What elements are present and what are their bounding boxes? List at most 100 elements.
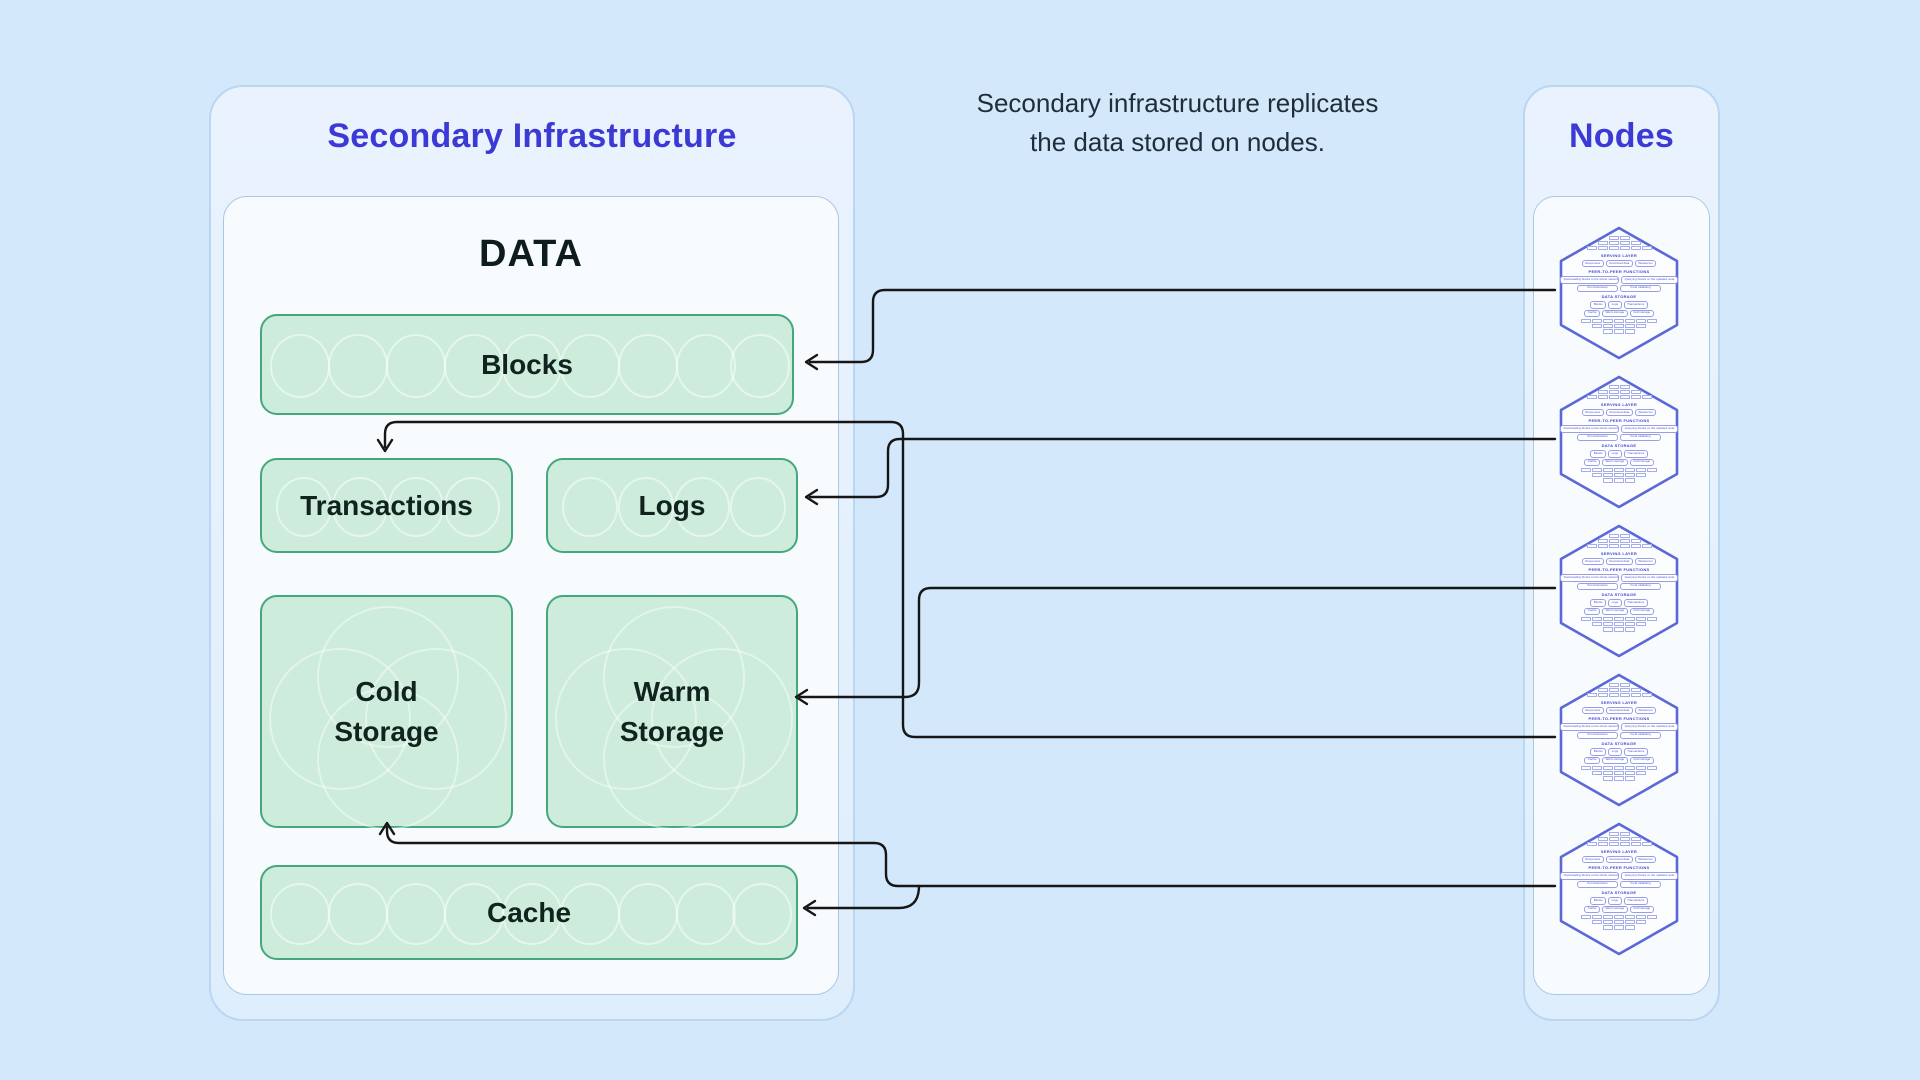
storage-pill: Logs (1608, 599, 1622, 607)
storage-pill: Blocks (1590, 450, 1607, 458)
secondary-infrastructure-title: Secondary Infrastructure (327, 117, 737, 155)
serving-pill: Download data (1605, 408, 1633, 416)
serving-pill: Webserver (1634, 855, 1657, 863)
p2p-pill-wide: Querying blocks on the updated node (1621, 723, 1678, 731)
storage-pill: Transactions (1623, 599, 1648, 607)
annotation-text: Secondary infrastructure replicates the … (955, 84, 1400, 162)
p2p-pill-wide: Querying blocks on the updated node (1621, 425, 1678, 433)
brick-pattern-top (1586, 831, 1652, 847)
serving-pill: Responses (1581, 259, 1604, 267)
storage-pill: Warm storage (1601, 756, 1628, 764)
brick-pattern-top (1586, 384, 1652, 400)
data-storage-header: DATA STORAGE (1601, 890, 1637, 896)
data-storage-header: DATA STORAGE (1601, 741, 1637, 747)
circle-row-pattern (270, 334, 790, 398)
secondary-infrastructure-panel: Secondary Infrastructure DATA Blocks (209, 85, 855, 1021)
logs-label: Logs (638, 489, 706, 521)
storage-pill: Cache (1584, 309, 1600, 317)
brick-pattern-bottom (1581, 318, 1657, 334)
storage-pill: Cold storage (1629, 905, 1654, 913)
storage-pill: Warm storage (1601, 607, 1628, 615)
serving-layer-header: SERVING LAYER (1600, 401, 1638, 407)
p2p-functions-header: PEER-TO-PEER FUNCTIONS (1588, 716, 1650, 722)
serving-pill: Download data (1605, 259, 1633, 267)
arrow-node1-to-blocks (808, 288, 1557, 364)
nodes-inner-panel: SERVING LAYER Responses Download data We… (1533, 196, 1710, 995)
node-hexagon: SERVING LAYER Responses Download data We… (1558, 524, 1680, 658)
p2p-pill-wide: Downloading blocks to the whole network (1560, 723, 1620, 731)
storage-pill: Logs (1608, 748, 1622, 756)
node-hexagon: SERVING LAYER Responses Download data We… (1558, 673, 1680, 807)
transactions-label: Transactions (300, 489, 473, 521)
p2p-pill: Permissionless (1577, 880, 1618, 888)
serving-pill: Webserver (1634, 557, 1657, 565)
annotation-line2: the data stored on nodes. (1030, 127, 1325, 157)
serving-layer-header: SERVING LAYER (1600, 848, 1638, 854)
serving-pill: Webserver (1634, 259, 1657, 267)
storage-pill: Cold storage (1629, 458, 1654, 466)
data-group-panel: DATA Blocks Transact (223, 196, 839, 995)
serving-pill: Download data (1605, 706, 1633, 714)
serving-pill: Responses (1581, 557, 1604, 565)
p2p-pill-wide: Querying blocks on the updated node (1621, 276, 1678, 284)
brick-pattern-bottom (1581, 765, 1657, 781)
p2p-pill: Permissionless (1577, 582, 1618, 590)
p2p-pill: Fund validating (1620, 880, 1661, 888)
p2p-pill-wide: Downloading blocks to the whole network (1560, 425, 1620, 433)
serving-pill: Responses (1581, 706, 1604, 714)
serving-layer-header: SERVING LAYER (1600, 550, 1638, 556)
storage-pill: Blocks (1590, 748, 1607, 756)
storage-pill: Cache (1584, 458, 1600, 466)
storage-pill: Blocks (1590, 599, 1607, 607)
p2p-pill: Permissionless (1577, 284, 1618, 292)
storage-pill: Transactions (1623, 897, 1648, 905)
warm-storage-box: Warm Storage (546, 595, 798, 830)
storage-pill: Logs (1608, 450, 1622, 458)
brick-pattern-bottom (1581, 467, 1657, 483)
brick-pattern-bottom (1581, 616, 1657, 632)
p2p-functions-header: PEER-TO-PEER FUNCTIONS (1588, 269, 1650, 275)
node-hexagon: SERVING LAYER Responses Download data We… (1558, 375, 1680, 509)
data-group-heading: DATA (479, 233, 583, 275)
p2p-pill-wide: Querying blocks on the updated node (1621, 574, 1678, 582)
nodes-title: Nodes (1569, 117, 1674, 155)
annotation-line1: Secondary infrastructure replicates (976, 88, 1379, 118)
brick-pattern-top (1586, 235, 1652, 251)
storage-pill: Cache (1584, 905, 1600, 913)
storage-pill: Transactions (1623, 301, 1648, 309)
node-hexagon: SERVING LAYER Responses Download data We… (1558, 226, 1680, 360)
serving-pill: Responses (1581, 408, 1604, 416)
serving-pill: Download data (1605, 557, 1633, 565)
node-hexagon: SERVING LAYER Responses Download data We… (1558, 822, 1680, 956)
cold-storage-label: Cold Storage (334, 675, 439, 747)
p2p-pill-wide: Downloading blocks to the whole network (1560, 574, 1620, 582)
arrow-node2-to-logs (808, 437, 1557, 499)
brick-pattern-top (1586, 682, 1652, 698)
storage-pill: Transactions (1623, 450, 1648, 458)
storage-pill: Warm storage (1601, 309, 1628, 317)
storage-pill: Logs (1608, 301, 1622, 309)
serving-pill: Webserver (1634, 706, 1657, 714)
p2p-pill: Permissionless (1577, 731, 1618, 739)
p2p-pill: Permissionless (1577, 433, 1618, 441)
data-storage-header: DATA STORAGE (1601, 294, 1637, 300)
serving-pill: Responses (1581, 855, 1604, 863)
cache-box: Cache (260, 865, 798, 960)
warm-storage-label: Warm Storage (619, 675, 725, 747)
data-storage-header: DATA STORAGE (1601, 592, 1637, 598)
storage-pill: Logs (1608, 897, 1622, 905)
p2p-pill-wide: Querying blocks on the updated node (1621, 872, 1678, 880)
p2p-functions-header: PEER-TO-PEER FUNCTIONS (1588, 418, 1650, 424)
logs-box: Logs (546, 458, 798, 553)
data-storage-header: DATA STORAGE (1601, 443, 1637, 449)
serving-pill: Webserver (1634, 408, 1657, 416)
storage-pill: Cache (1584, 607, 1600, 615)
storage-pill: Transactions (1623, 748, 1648, 756)
serving-layer-header: SERVING LAYER (1600, 252, 1638, 258)
p2p-functions-header: PEER-TO-PEER FUNCTIONS (1588, 567, 1650, 573)
arrow-node3-to-warm-storage (798, 586, 1557, 699)
p2p-pill-wide: Downloading blocks to the whole network (1560, 276, 1620, 284)
storage-pill: Warm storage (1601, 905, 1628, 913)
p2p-pill: Fund validating (1620, 731, 1661, 739)
serving-layer-header: SERVING LAYER (1600, 699, 1638, 705)
